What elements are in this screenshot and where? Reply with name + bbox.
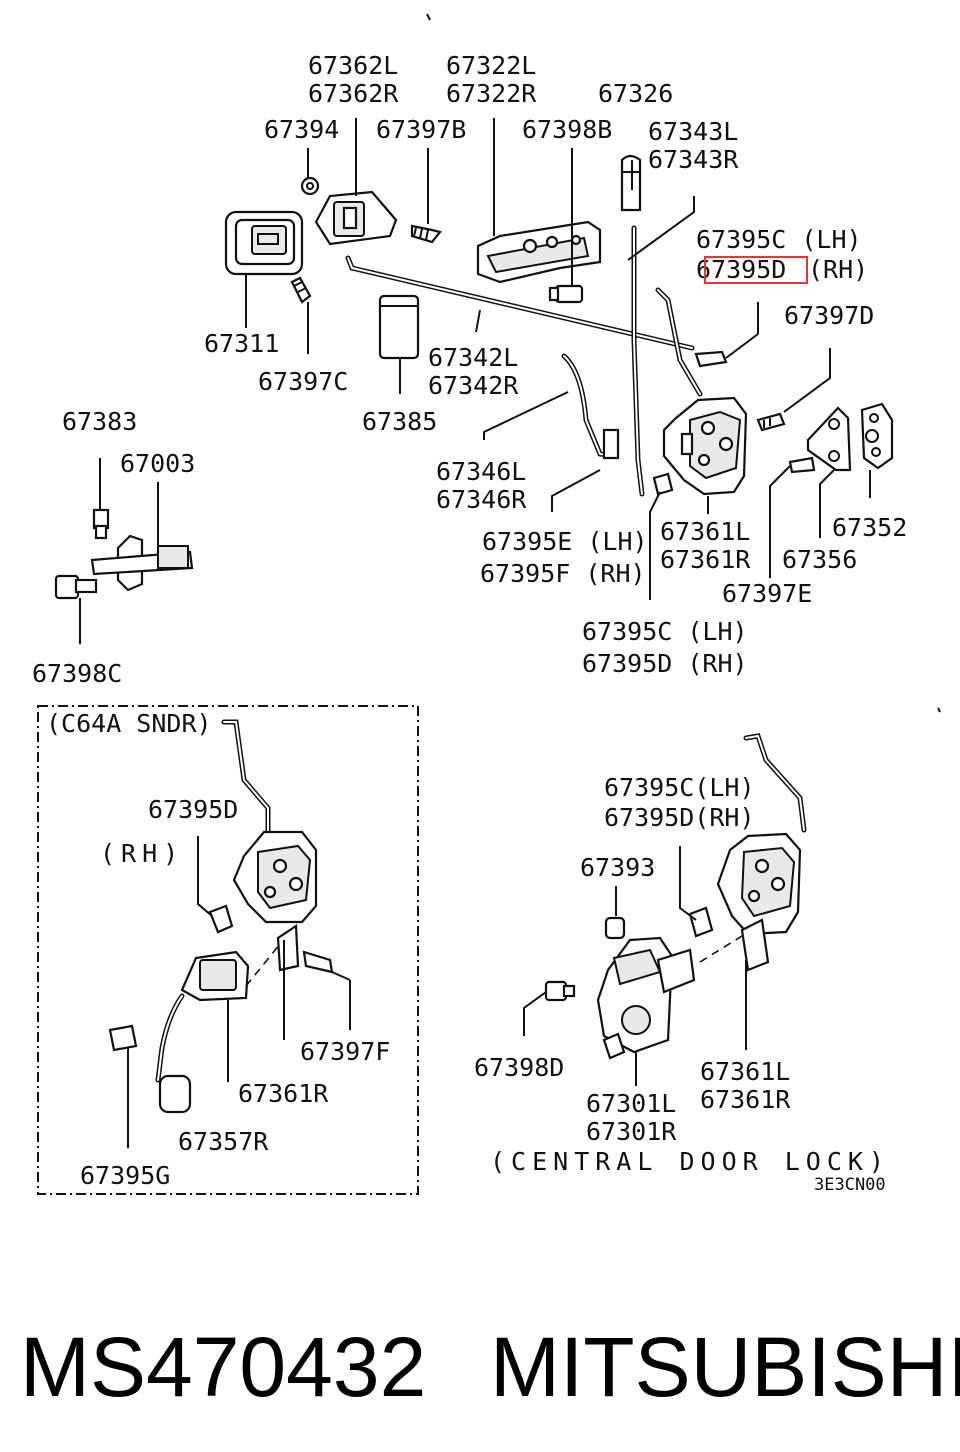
part-number: MS470432 [20, 1320, 426, 1414]
label-67362L: 67362L [308, 51, 398, 80]
clip-67395D [694, 350, 728, 368]
label-67361R-top: 67361R [660, 545, 751, 574]
bolt-67398C [54, 574, 98, 600]
label-67346R: 67346R [436, 485, 527, 514]
inset-drawings [108, 719, 334, 1114]
label-67342R: 67342R [428, 371, 519, 400]
shim-67352 [860, 402, 894, 470]
label-67322L: 67322L [446, 51, 536, 80]
screw-67394 [300, 176, 320, 196]
label-central-door-lock: (CENTRAL DOOR LOCK) [490, 1147, 890, 1176]
label-67003: 67003 [120, 449, 195, 478]
label-67397C: 67397C [258, 367, 348, 396]
rod-67342 [345, 255, 695, 351]
inset-title: (C64A SNDR) [46, 709, 212, 738]
inset-box [37, 705, 419, 1195]
label-67361R-cdl: 67361R [700, 1085, 791, 1114]
inside-handle-escutcheon [224, 210, 304, 276]
label-67398C: 67398C [32, 659, 122, 688]
label-67394: 67394 [264, 115, 339, 144]
label-67397B: 67397B [376, 115, 466, 144]
label-67395C-mid: 67395C (LH) [582, 617, 748, 646]
brand-name: MITSUBISHI [490, 1320, 960, 1414]
label-67395C-top: 67395C (LH) [696, 225, 862, 254]
label-67398B: 67398B [522, 115, 612, 144]
label-67383: 67383 [62, 407, 137, 436]
label-67311: 67311 [204, 329, 279, 358]
clip-67395E [652, 472, 674, 496]
label-67397E: 67397E [722, 579, 812, 608]
label-67362R: 67362R [308, 79, 399, 108]
label-67395C-cdl: 67395C(LH) [604, 773, 755, 802]
label-67393: 67393 [580, 853, 655, 882]
label-67356: 67356 [782, 545, 857, 574]
door-check-67003 [90, 534, 194, 592]
label-rh-inset: (RH) [100, 839, 184, 868]
label-67395D-top-suffix: (RH) [808, 255, 868, 284]
label-67361R-inset: 67361R [238, 1079, 329, 1108]
leader-lines-top [79, 13, 871, 644]
screw-67397B [410, 224, 442, 244]
label-67395D-mid: 67395D (RH) [582, 649, 748, 678]
part-drawings-top [54, 154, 894, 600]
label-67301R: 67301R [586, 1117, 677, 1146]
rod-to-lock [655, 287, 703, 397]
label-67352: 67352 [832, 513, 907, 542]
pad-67385 [378, 294, 420, 360]
label-67395F: 67395F (RH) [480, 559, 646, 588]
label-67346L: 67346L [436, 457, 526, 486]
label-67395D-top: 67395D [696, 255, 786, 284]
label-67397D: 67397D [784, 301, 874, 330]
label-67342L: 67342L [428, 343, 518, 372]
striker-67356 [806, 406, 852, 472]
label-67395D-inset: 67395D [148, 795, 238, 824]
label-67357R: 67357R [178, 1127, 269, 1156]
outside-handle [476, 220, 602, 284]
part-labels: 67362L 67362R 67322L 67322R 67326 67394 … [32, 51, 907, 1195]
inset-leaders [127, 836, 351, 1148]
label-67301L: 67301L [586, 1089, 676, 1118]
label-67398D: 67398D [474, 1053, 564, 1082]
label-67361L-top: 67361L [660, 517, 750, 546]
cdl-drawings [544, 733, 807, 1060]
label-67326: 67326 [598, 79, 673, 108]
label-67395G: 67395G [80, 1161, 170, 1190]
label-67361L-cdl: 67361L [700, 1057, 790, 1086]
label-67343R: 67343R [648, 145, 739, 174]
bolt-67383 [92, 508, 110, 540]
label-67395D-cdl: 67395D(RH) [604, 803, 755, 832]
screw-67397D [756, 412, 786, 432]
inside-handle [314, 190, 398, 246]
highlight-box [704, 256, 808, 284]
cdl-leaders [523, 707, 941, 1086]
door-lock-assembly [662, 396, 748, 496]
screw-67397E [788, 456, 816, 474]
label-67395E: 67395E (LH) [482, 527, 648, 556]
drawing-code: 3E3CN00 [814, 1175, 886, 1195]
rod-67326 [631, 225, 645, 497]
screw-67397C [290, 276, 312, 304]
label-67343L: 67343L [648, 117, 738, 146]
footer: MS470432 MITSUBISHI [20, 1320, 960, 1414]
label-67385: 67385 [362, 407, 437, 436]
label-67322R: 67322R [446, 79, 537, 108]
bolt-67398B [548, 284, 584, 304]
label-67397F: 67397F [300, 1037, 390, 1066]
rod-67346 [561, 353, 620, 460]
